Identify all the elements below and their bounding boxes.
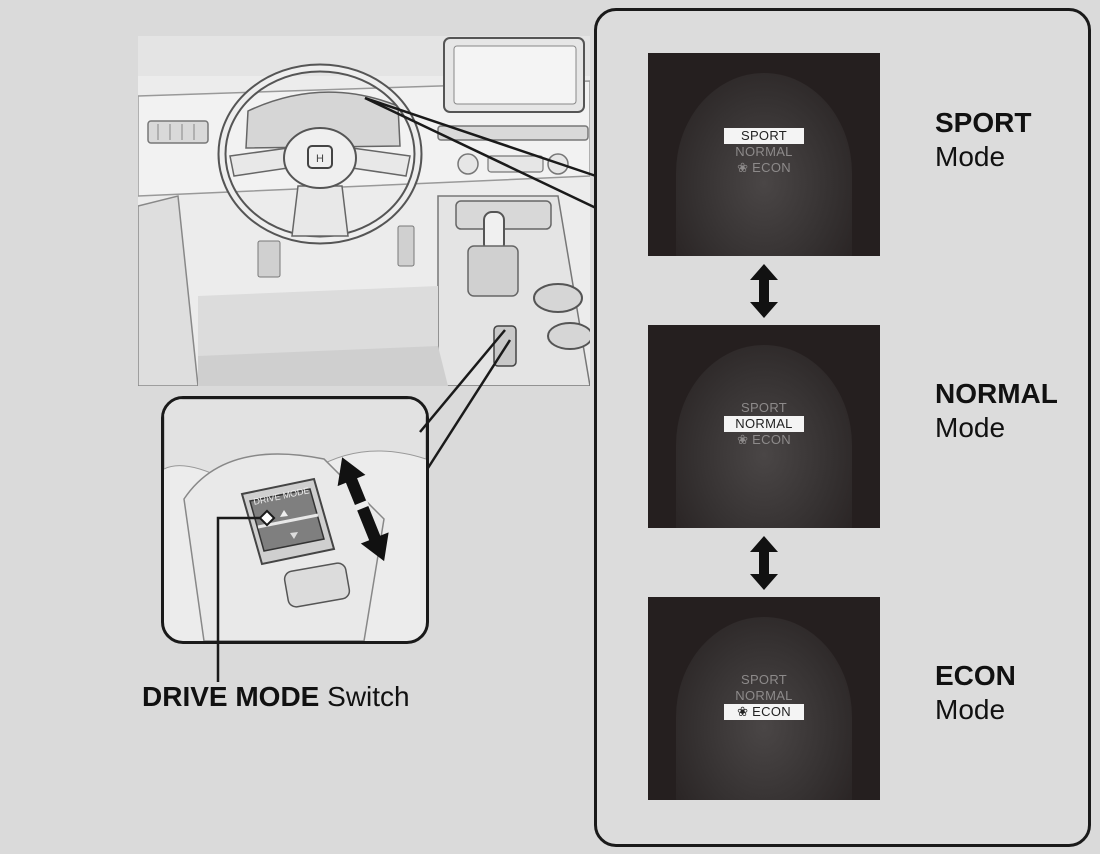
menu-item-econ-label: ECON <box>752 432 791 447</box>
menu-item-sport: SPORT <box>740 672 788 687</box>
screen-vignette <box>676 73 852 256</box>
drive-mode-switch-closeup: DRIVE MODE <box>161 396 429 644</box>
sport-mode-screen: SPORT NORMAL ❀ ECON <box>648 53 880 256</box>
mode-name: SPORT <box>935 107 1032 138</box>
menu-item-econ: ❀ ECON <box>724 160 804 176</box>
screen-vignette <box>676 345 852 528</box>
caption-rest: Switch <box>319 681 410 712</box>
menu-item-sport: SPORT <box>740 400 788 415</box>
econ-mode-label: ECON Mode <box>935 659 1016 727</box>
menu-item-sport: SPORT <box>724 128 804 144</box>
leaf-icon: ❀ <box>737 160 753 175</box>
sport-mode-label: SPORT Mode <box>935 106 1031 174</box>
dashboard-illustration: H <box>138 36 590 386</box>
leaf-icon: ❀ <box>737 704 753 719</box>
menu-item-normal: NORMAL <box>735 144 793 159</box>
drive-mode-switch-caption: DRIVE MODE Switch <box>142 681 410 713</box>
svg-text:H: H <box>316 153 324 165</box>
menu-item-econ: ❀ ECON <box>724 432 804 448</box>
econ-mode-screen: SPORT NORMAL ❀ ECON <box>648 597 880 800</box>
menu-item-econ-label: ECON <box>752 704 791 719</box>
menu-item-normal: NORMAL <box>735 688 793 703</box>
mode-word: Mode <box>935 694 1006 725</box>
menu-item-econ-label: ECON <box>752 160 791 175</box>
mode-name: ECON <box>935 660 1016 691</box>
normal-mode-label: NORMAL Mode <box>935 377 1058 445</box>
mode-word: Mode <box>935 412 1006 443</box>
double-arrow-icon <box>750 536 778 590</box>
dashboard-drawing: H <box>138 36 590 386</box>
menu-item-econ: ❀ ECON <box>724 704 804 720</box>
double-arrow-icon <box>750 264 778 318</box>
normal-mode-screen: SPORT NORMAL ❀ ECON <box>648 325 880 528</box>
switch-closeup-drawing: DRIVE MODE <box>164 399 426 641</box>
mode-menu: SPORT NORMAL ❀ ECON <box>648 672 880 720</box>
leaf-icon: ❀ <box>737 432 753 447</box>
mode-word: Mode <box>935 141 1006 172</box>
mode-name: NORMAL <box>935 378 1058 409</box>
caption-bold: DRIVE MODE <box>142 681 320 712</box>
mode-menu: SPORT NORMAL ❀ ECON <box>648 400 880 448</box>
menu-item-normal: NORMAL <box>724 416 804 432</box>
mode-menu: SPORT NORMAL ❀ ECON <box>648 128 880 176</box>
push-pull-arrow-icon <box>337 457 389 562</box>
